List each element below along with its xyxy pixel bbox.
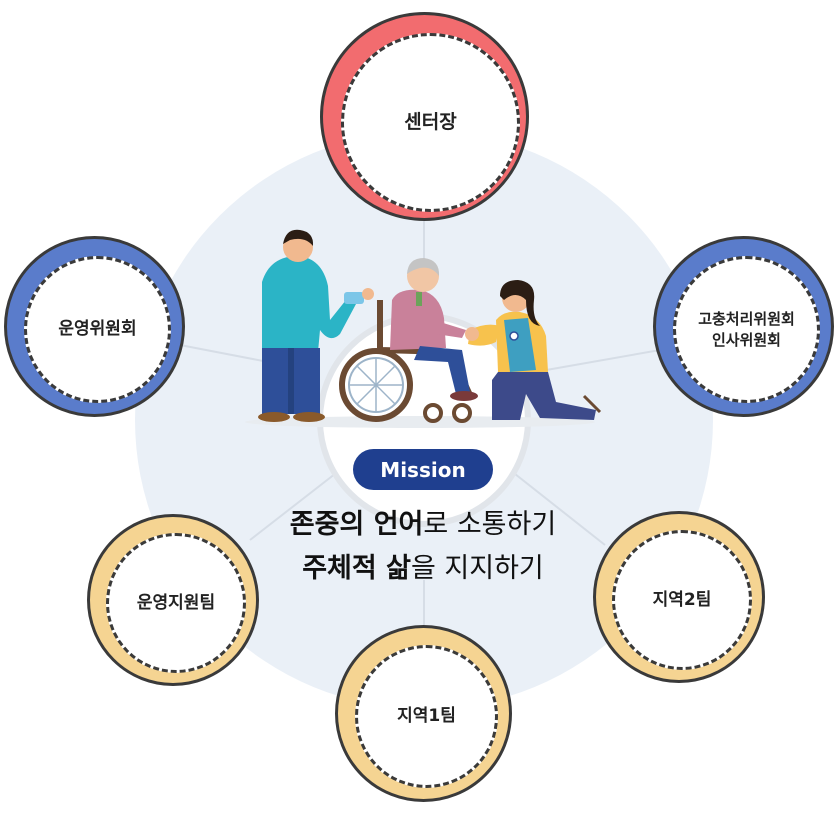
mission-line-2-bold: 주체적 삶 <box>302 553 411 584</box>
node-top-label: 센터장 <box>404 110 457 133</box>
node-bottom: 지역1팀 <box>335 625 512 802</box>
mission-line-2-rest: 을 지지하기 <box>410 553 544 584</box>
node-left-label: 운영위원회 <box>58 319 137 340</box>
kneeling-caregiver-icon <box>465 280 602 420</box>
node-right-inner: 고충처리위원회 인사위원회 <box>673 256 820 403</box>
node-top: 센터장 <box>320 12 529 221</box>
volunteer-person-icon <box>258 229 374 422</box>
node-right-label: 고충처리위원회 인사위원회 <box>698 310 795 349</box>
mission-line-1-rest: 로 소통하기 <box>423 509 557 540</box>
connector-bottom-left <box>249 469 341 541</box>
node-bottom-left-inner: 운영지원팀 <box>106 533 246 673</box>
node-bottom-label: 지역1팀 <box>397 706 456 727</box>
node-bottom-inner: 지역1팀 <box>355 645 498 788</box>
mission-line-1: 존중의 언어로 소통하기 <box>218 502 628 541</box>
illustration <box>245 229 602 428</box>
elderly-in-wheelchair-icon <box>339 258 478 423</box>
node-bottom-left: 운영지원팀 <box>87 514 259 686</box>
node-bottom-right-inner: 지역2팀 <box>612 530 752 670</box>
node-bottom-right-label: 지역2팀 <box>652 589 712 610</box>
mission-line-1-bold: 존중의 언어 <box>289 509 424 540</box>
mission-badge: Mission <box>353 449 493 490</box>
connector-bottom-right <box>509 469 606 546</box>
node-left: 운영위원회 <box>4 236 185 417</box>
node-bottom-left-label: 운영지원팀 <box>136 592 216 613</box>
node-bottom-right: 지역2팀 <box>593 511 765 683</box>
node-right: 고충처리위원회 인사위원회 <box>653 236 834 417</box>
connector-right <box>534 349 661 373</box>
node-left-inner: 운영위원회 <box>24 256 171 403</box>
node-top-inner: 센터장 <box>341 33 520 212</box>
mission-line-2: 주체적 삶을 지지하기 <box>218 546 628 585</box>
